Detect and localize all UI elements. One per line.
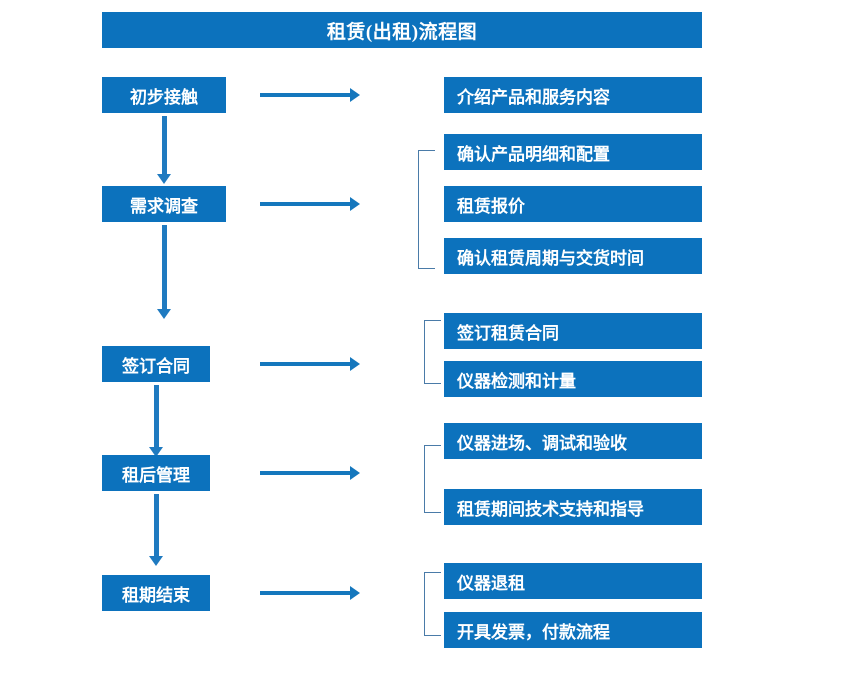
- down-arrow-icon-1: [156, 116, 172, 184]
- stage-box-4[interactable]: 租后管理: [102, 455, 210, 491]
- arrow-head: [350, 586, 360, 600]
- stage-label-2: 需求调查: [130, 196, 198, 216]
- right-arrow-icon-4: [260, 466, 360, 480]
- stage-box-5[interactable]: 租期结束: [102, 575, 210, 611]
- arrow-shaft: [260, 471, 351, 475]
- detail-label-3-1: 签订租赁合同: [457, 323, 559, 343]
- detail-box-2-2[interactable]: 租赁报价: [444, 186, 702, 222]
- detail-box-3-1[interactable]: 签订租赁合同: [444, 313, 702, 349]
- arrow-head: [157, 309, 171, 319]
- detail-box-5-1[interactable]: 仪器退租: [444, 563, 702, 599]
- detail-label-4-1: 仪器进场、调试和验收: [457, 433, 627, 453]
- arrow-head: [350, 197, 360, 211]
- arrow-head: [157, 174, 171, 184]
- detail-label-5-2: 开具发票，付款流程: [457, 622, 610, 642]
- detail-label-2-2: 租赁报价: [457, 196, 525, 216]
- detail-label-4-2: 租赁期间技术支持和指导: [457, 499, 644, 519]
- arrow-shaft: [260, 93, 351, 97]
- arrow-head: [350, 88, 360, 102]
- detail-label-2-3: 确认租赁周期与交货时间: [457, 248, 644, 268]
- right-arrow-icon-5: [260, 586, 360, 600]
- bracket-connector-4: [424, 445, 441, 513]
- bracket-connector-2: [418, 150, 435, 269]
- stage-label-3: 签订合同: [122, 356, 190, 376]
- detail-label-3-2: 仪器检测和计量: [457, 371, 576, 391]
- stage-label-1: 初步接触: [130, 87, 198, 107]
- arrow-shaft: [260, 202, 351, 206]
- detail-box-3-2[interactable]: 仪器检测和计量: [444, 361, 702, 397]
- detail-label-1-1: 介绍产品和服务内容: [457, 87, 610, 107]
- detail-box-5-2[interactable]: 开具发票，付款流程: [444, 612, 702, 648]
- bracket-connector-5: [424, 572, 441, 636]
- detail-box-2-3[interactable]: 确认租赁周期与交货时间: [444, 238, 702, 274]
- down-arrow-icon-4: [148, 494, 164, 566]
- right-arrow-icon-1: [260, 88, 360, 102]
- right-arrow-icon-2: [260, 197, 360, 211]
- arrow-head: [149, 447, 163, 457]
- diagram-title: 租赁(出租)流程图: [326, 21, 478, 43]
- arrow-head: [350, 466, 360, 480]
- stage-label-5: 租期结束: [122, 585, 190, 605]
- down-arrow-icon-3: [148, 385, 164, 457]
- detail-label-5-1: 仪器退租: [457, 573, 525, 593]
- detail-box-4-1[interactable]: 仪器进场、调试和验收: [444, 423, 702, 459]
- arrow-head: [350, 357, 360, 371]
- arrow-shaft: [153, 494, 159, 557]
- detail-label-2-1: 确认产品明细和配置: [457, 144, 610, 164]
- arrow-head: [149, 556, 163, 566]
- arrow-shaft: [153, 385, 159, 448]
- arrow-shaft: [161, 225, 167, 310]
- stage-box-2[interactable]: 需求调查: [102, 186, 226, 222]
- bracket-connector-3: [424, 320, 441, 384]
- diagram-title-bar: 租赁(出租)流程图: [102, 12, 702, 48]
- stage-box-3[interactable]: 签订合同: [102, 346, 210, 382]
- arrow-shaft: [260, 591, 351, 595]
- arrow-shaft: [161, 116, 167, 175]
- detail-box-1-1[interactable]: 介绍产品和服务内容: [444, 77, 702, 113]
- arrow-shaft: [260, 362, 351, 366]
- down-arrow-icon-2: [156, 225, 172, 319]
- stage-box-1[interactable]: 初步接触: [102, 77, 226, 113]
- detail-box-4-2[interactable]: 租赁期间技术支持和指导: [444, 489, 702, 525]
- stage-label-4: 租后管理: [122, 465, 190, 485]
- right-arrow-icon-3: [260, 357, 360, 371]
- detail-box-2-1[interactable]: 确认产品明细和配置: [444, 134, 702, 170]
